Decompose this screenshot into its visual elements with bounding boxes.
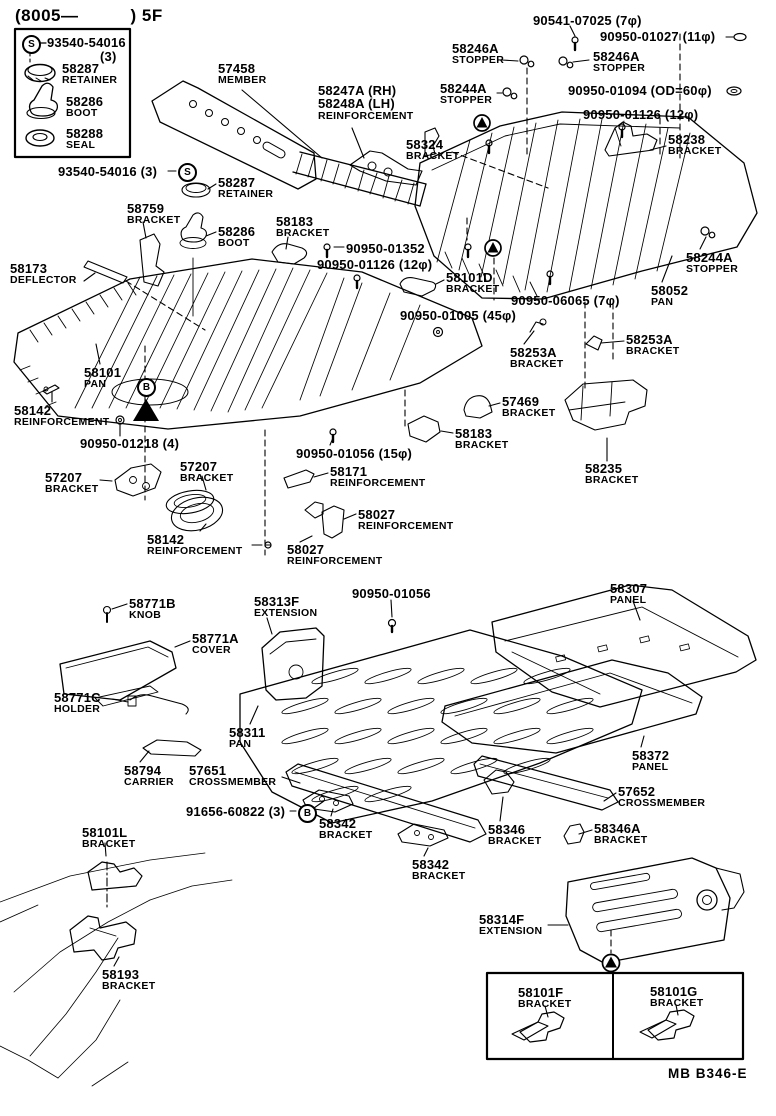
part-58101-pan — [13, 258, 483, 430]
legend-fastener-qty: (3) — [100, 49, 117, 64]
bottom-box-art — [485, 971, 745, 1061]
construction-lines — [106, 33, 681, 954]
callout-90950-06065: 90950-06065 (7φ) — [511, 293, 620, 308]
part-58101l-bracket — [87, 861, 143, 891]
fastener-symbol-s: S — [22, 35, 41, 54]
callout-90950-01126-2: 90950-01126 (12φ) — [317, 257, 433, 272]
part-58372-panel — [441, 659, 703, 754]
small-parts-upper — [83, 121, 658, 351]
leader-lines — [51, 25, 734, 1018]
small-parts-lower — [59, 605, 585, 847]
part-58311-pan — [239, 629, 643, 824]
header-prefix: (8005— — [15, 6, 79, 25]
callout-90950-01352: 90950-01352 — [346, 241, 425, 256]
part-58193-bracket — [69, 915, 137, 961]
callout-90950-01218: 90950-01218 (4) — [80, 436, 180, 451]
body-sketch — [0, 852, 233, 1087]
fastener-symbol-s-2: S — [178, 163, 197, 182]
fastener-symbol-b: B — [137, 378, 156, 397]
small-parts-middle — [42, 379, 648, 539]
callout-90950-01126-1: 90950-01126 (12φ) — [583, 107, 699, 122]
callout-90950-01005: 90950-01005 (45φ) — [400, 308, 517, 323]
part-58307-panel — [491, 584, 757, 708]
callout-90950-01056: 90950-01056 — [352, 586, 431, 601]
part-58052-pan — [414, 111, 758, 300]
part-57652-crossmember — [473, 755, 619, 811]
page-header: (8005— ) 5F — [15, 6, 163, 26]
callout-90950-01056-15: 90950-01056 (15φ) — [296, 446, 413, 461]
callout-91656-60822: 91656-60822 (3) — [186, 804, 286, 819]
callout-90950-01027: 90950-01027 (11φ) — [600, 29, 716, 44]
callout-58247a-58248a: 58247A (RH)58248A (LH)REINFORCEMENT — [318, 83, 414, 122]
assembly-symbols — [133, 114, 621, 973]
part-58314f-extension — [565, 857, 745, 964]
header-suffix: ) 5F — [130, 6, 163, 25]
part-57651-crossmember — [285, 763, 487, 843]
legend-box-art — [13, 27, 132, 159]
callout-90950-01094: 90950-01094 (OD=60φ) — [568, 83, 712, 98]
callout-90541-07025: 90541-07025 (7φ) — [533, 13, 642, 28]
legend-fastener-part: 93540-54016 — [47, 35, 126, 50]
page-code: MB B346-E — [668, 1066, 748, 1081]
callout-93540-54016: 93540-54016 (3) — [58, 164, 158, 179]
fastener-symbol-b-2: B — [298, 804, 317, 823]
